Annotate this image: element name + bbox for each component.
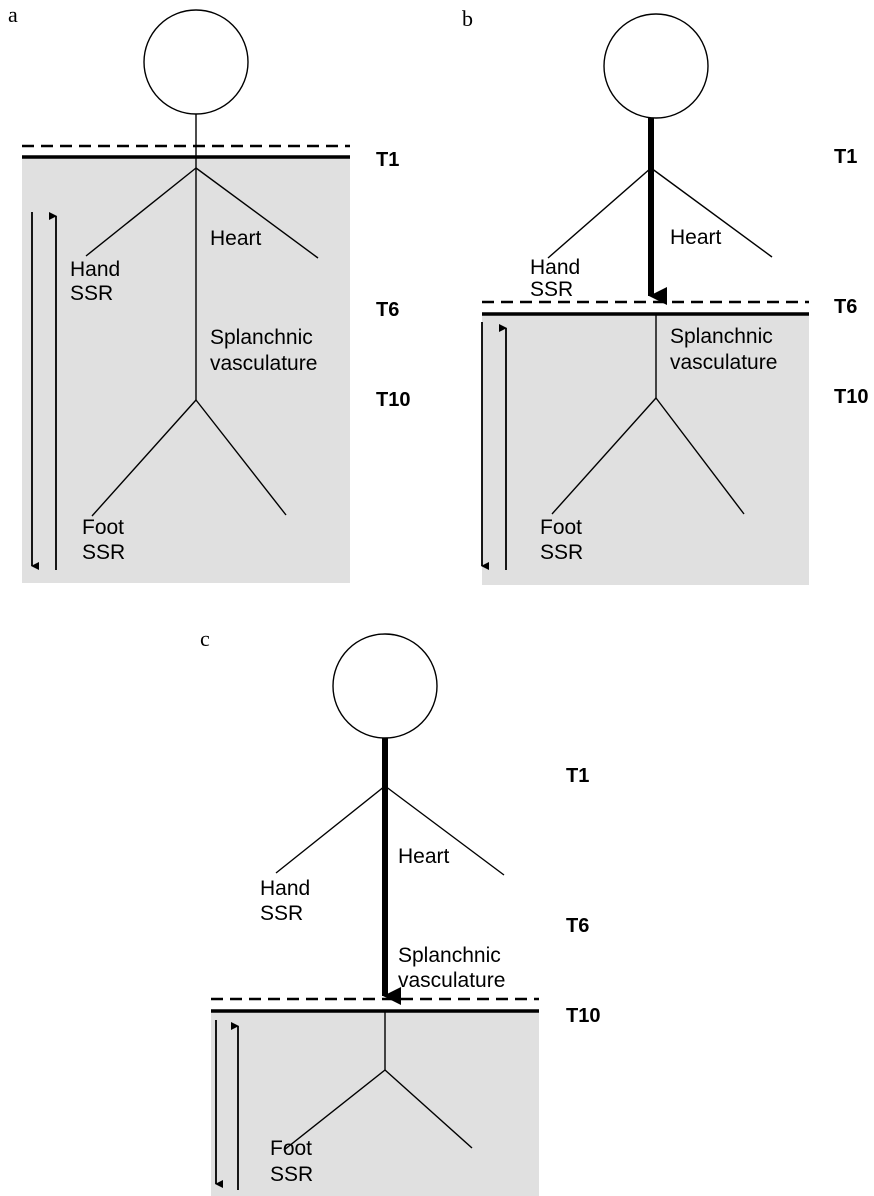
panel-c-level-t6: T6 bbox=[566, 915, 589, 937]
panel-c-foot-ssr-label: SSR bbox=[270, 1163, 313, 1186]
panel-a-splanchnic-label: Splanchnic bbox=[210, 326, 313, 349]
panel-c-level-t10: T10 bbox=[566, 1005, 600, 1027]
panel-c-foot-label: Foot bbox=[270, 1137, 312, 1160]
panel-b-head bbox=[604, 14, 708, 118]
panel-a-vasculature-label: vasculature bbox=[210, 352, 317, 375]
panel-b-foot-label: Foot bbox=[540, 516, 582, 539]
panel-c-ssr-label: SSR bbox=[260, 902, 303, 925]
panel-b-level-t6: T6 bbox=[834, 296, 857, 318]
panel-a-foot-ssr-label: SSR bbox=[82, 541, 125, 564]
panel-b: b Hand SSR Heart Splanchnic vasculature … bbox=[462, 6, 868, 585]
panel-c: c Hand SSR Heart Splanchnic vasculature … bbox=[200, 626, 600, 1196]
panel-a: a Hand SSR Heart Splanchnic vasculature … bbox=[8, 2, 410, 583]
panel-c-head bbox=[333, 634, 437, 738]
panel-a-letter: a bbox=[8, 2, 18, 27]
panel-b-letter: b bbox=[462, 6, 473, 31]
panel-c-left-arm bbox=[276, 786, 385, 873]
panel-b-splanchnic-label: Splanchnic bbox=[670, 325, 773, 348]
panel-c-heart-label: Heart bbox=[398, 845, 450, 868]
panel-a-head bbox=[144, 10, 248, 114]
panel-a-heart-label: Heart bbox=[210, 227, 262, 250]
panel-b-heart-label: Heart bbox=[670, 226, 722, 249]
panel-a-level-t6: T6 bbox=[376, 299, 399, 321]
panel-b-left-arm bbox=[548, 168, 651, 258]
panel-b-level-t1: T1 bbox=[834, 146, 857, 168]
panel-a-level-t10: T10 bbox=[376, 389, 410, 411]
panel-c-vasculature-label: vasculature bbox=[398, 969, 505, 992]
panel-a-foot-label: Foot bbox=[82, 516, 124, 539]
panel-b-vasculature-label: vasculature bbox=[670, 351, 777, 374]
panel-c-shaded-region bbox=[211, 1011, 539, 1196]
panel-b-hand-label: Hand bbox=[530, 256, 580, 279]
panel-b-ssr-label: SSR bbox=[530, 278, 573, 301]
panel-c-splanchnic-label: Splanchnic bbox=[398, 944, 501, 967]
panel-a-hand-label: Hand bbox=[70, 258, 120, 281]
panel-b-level-t10: T10 bbox=[834, 386, 868, 408]
panel-c-letter: c bbox=[200, 626, 210, 651]
panel-c-level-t1: T1 bbox=[566, 765, 589, 787]
panel-a-ssr-label: SSR bbox=[70, 282, 113, 305]
panel-a-level-t1: T1 bbox=[376, 149, 399, 171]
panel-b-foot-ssr-label: SSR bbox=[540, 541, 583, 564]
panel-c-hand-label: Hand bbox=[260, 877, 310, 900]
